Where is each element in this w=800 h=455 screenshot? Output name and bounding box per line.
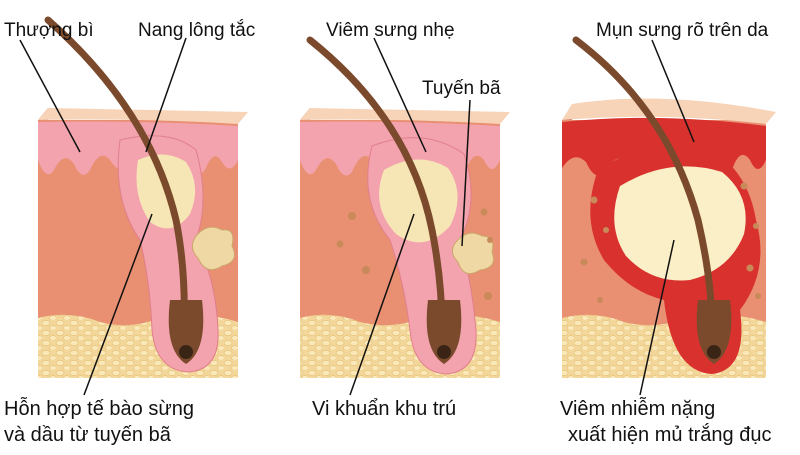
label-keratin-sebum-mixture-line1: Hỗn hợp tế bào sừng bbox=[4, 398, 194, 420]
label-visible-pimple: Mụn sưng rõ trên da bbox=[596, 20, 769, 41]
panel-3-pus bbox=[614, 166, 746, 281]
panel-1-sebaceous-gland bbox=[192, 226, 235, 271]
label-mild-inflammation: Viêm sưng nhẹ bbox=[326, 20, 455, 41]
panel-2-hair-shaft bbox=[306, 36, 446, 334]
panel-2-skin-surface bbox=[300, 108, 510, 124]
label-sebaceous-gland: Tuyến bã bbox=[422, 78, 501, 99]
panel-3-severe-infection bbox=[562, 36, 776, 396]
label-severe-infection-line1: Viêm nhiễm nặng bbox=[560, 398, 716, 420]
panel-3-bacteria bbox=[580, 182, 761, 303]
panel-3-hair-shaft bbox=[572, 36, 716, 334]
label-localized-bacteria: Vi khuẩn khu trú bbox=[312, 398, 457, 420]
panel-2-bacteria bbox=[336, 208, 493, 300]
panel-1-hair-shaft bbox=[44, 16, 188, 334]
label-severe-infection-line2: xuất hiện mủ trắng đục bbox=[568, 424, 772, 446]
label-clogged-follicle: Nang lông tắc bbox=[138, 20, 256, 41]
panel-2-sebum-plug bbox=[379, 159, 458, 243]
label-keratin-sebum-mixture-line2: và dầu từ tuyến bã bbox=[4, 424, 171, 446]
panel-2-mild-inflammation bbox=[300, 36, 510, 396]
panel-1-clogged-follicle bbox=[19, 16, 248, 396]
panel-3-skin-surface bbox=[562, 98, 776, 124]
panel-1-skin-surface bbox=[38, 108, 248, 124]
label-epidermis: Thượng bì bbox=[4, 20, 94, 41]
